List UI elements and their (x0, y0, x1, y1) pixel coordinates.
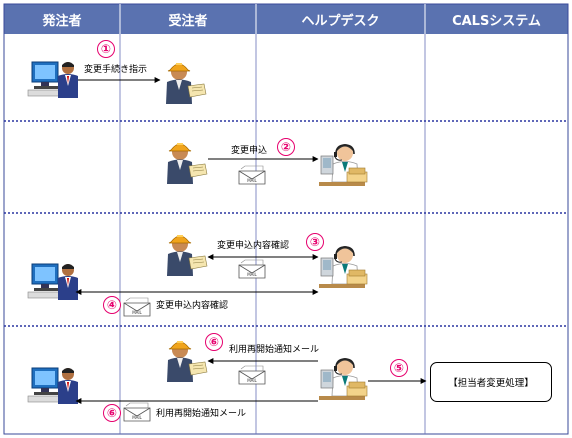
step-badge-6a: ⑥ (205, 333, 223, 351)
mail-envelope-icon (123, 402, 151, 422)
step-label-1: 変更手続き指示 (84, 65, 148, 75)
orderer-pc-icon (27, 263, 79, 301)
contractor-worker-icon (166, 234, 208, 277)
mail-envelope-icon (238, 365, 266, 385)
step-badge-2: ② (277, 138, 295, 156)
step-label-4: 変更申込内容確認 (156, 301, 229, 311)
step-label-2: 変更申込 (231, 146, 268, 156)
column-header-orderer: 発注者 (42, 13, 82, 29)
mail-envelope-icon (238, 259, 266, 279)
header-band (4, 4, 568, 34)
step-label-6a: 利用再開始通知メール (229, 345, 320, 355)
contractor-worker-icon (165, 62, 207, 105)
step-badge-5: ⑤ (390, 359, 408, 377)
step-badge-4: ④ (103, 296, 121, 314)
helpdesk-operator-icon (318, 357, 368, 401)
column-header-contractor: 受注者 (168, 13, 208, 29)
helpdesk-operator-icon (318, 143, 368, 187)
mail-envelope-icon (238, 165, 266, 185)
column-header-cals-system: CALSシステム (452, 13, 541, 29)
cals-system-process-box: 【担当者変更処理】 (430, 362, 552, 402)
column-header-helpdesk: ヘルプデスク (301, 13, 380, 29)
step-label-3: 変更申込内容確認 (217, 241, 290, 251)
mail-envelope-icon (123, 297, 151, 317)
contractor-worker-icon (166, 340, 208, 383)
step-badge-3: ③ (306, 233, 324, 251)
orderer-pc-icon (27, 61, 79, 99)
step-label-6b: 利用再開始通知メール (156, 409, 247, 419)
orderer-pc-icon (27, 367, 79, 405)
helpdesk-operator-icon (318, 245, 368, 289)
step-badge-1: ① (97, 40, 115, 58)
step-badge-6b: ⑥ (103, 404, 121, 422)
contractor-worker-icon (166, 142, 208, 185)
